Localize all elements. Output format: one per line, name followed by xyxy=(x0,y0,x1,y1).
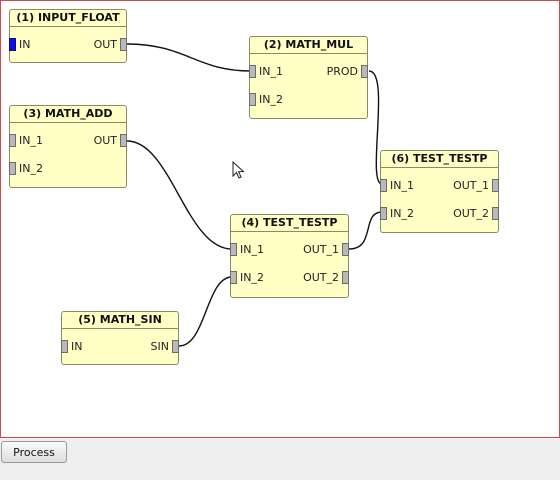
wire-math-sin-to-test-testp-4[interactable] xyxy=(178,276,233,347)
port-label: OUT_2 xyxy=(303,271,339,284)
output-port-out[interactable] xyxy=(120,38,127,51)
port-label: IN_1 xyxy=(19,134,43,147)
port-label: IN_2 xyxy=(259,93,283,106)
input-port-in-2[interactable] xyxy=(249,93,256,106)
port-label: PROD xyxy=(326,65,358,78)
port-label: OUT_1 xyxy=(303,243,339,256)
input-port-in-1[interactable] xyxy=(230,243,237,256)
node-title: (1) INPUT_FLOAT xyxy=(10,10,126,27)
port-label: IN xyxy=(19,38,31,51)
input-port-in-2[interactable] xyxy=(230,271,237,284)
node-title: (6) TEST_TESTP xyxy=(381,151,498,168)
port-label: IN_1 xyxy=(259,65,283,78)
node-math-sin[interactable]: (5) MATH_SIN IN SIN xyxy=(61,311,179,365)
port-label: OUT xyxy=(93,134,117,147)
port-label: IN_2 xyxy=(390,207,414,220)
output-port-out[interactable] xyxy=(120,134,127,147)
output-port-out-1[interactable] xyxy=(492,179,499,192)
node-math-mul[interactable]: (2) MATH_MUL IN_1 IN_2 PROD xyxy=(249,36,368,119)
wire-test-testp-4-to-test-testp-6[interactable] xyxy=(348,211,383,250)
output-port-out-2[interactable] xyxy=(492,207,499,220)
node-input-float[interactable]: (1) INPUT_FLOAT IN OUT xyxy=(9,9,127,63)
input-port-in-1[interactable] xyxy=(9,134,16,147)
port-label: IN_2 xyxy=(19,162,43,175)
input-port-in[interactable] xyxy=(9,38,16,51)
node-title: (2) MATH_MUL xyxy=(250,37,367,54)
node-test-testp-4[interactable]: (4) TEST_TESTP IN_1 IN_2 OUT_1 OUT_2 xyxy=(230,214,349,298)
port-label: IN_2 xyxy=(240,271,264,284)
input-port-in-1[interactable] xyxy=(380,179,387,192)
input-port-in-2[interactable] xyxy=(380,207,387,220)
wire-layer xyxy=(126,43,383,347)
graph-canvas[interactable]: (1) INPUT_FLOAT IN OUT (2) MATH_MUL IN_1… xyxy=(0,0,560,438)
node-title: (4) TEST_TESTP xyxy=(231,215,348,232)
port-label: IN_1 xyxy=(390,179,414,192)
input-port-in[interactable] xyxy=(61,340,68,353)
port-label: OUT_1 xyxy=(453,179,489,192)
port-label: OUT xyxy=(93,38,117,51)
port-label: IN_1 xyxy=(240,243,264,256)
wire-math-add-to-test-testp-4[interactable] xyxy=(126,140,233,250)
node-title: (3) MATH_ADD xyxy=(10,106,126,123)
output-port-out-2[interactable] xyxy=(342,271,349,284)
process-button[interactable]: Process xyxy=(1,441,67,463)
port-label: OUT_2 xyxy=(453,207,489,220)
wire-math-mul-to-test-testp-6[interactable] xyxy=(368,70,383,185)
input-port-in-2[interactable] xyxy=(9,162,16,175)
output-port-prod[interactable] xyxy=(361,65,368,78)
output-port-out-1[interactable] xyxy=(342,243,349,256)
node-test-testp-6[interactable]: (6) TEST_TESTP IN_1 IN_2 OUT_1 OUT_2 xyxy=(380,150,499,233)
output-port-sin[interactable] xyxy=(172,340,179,353)
port-label: SIN xyxy=(150,340,169,353)
node-math-add[interactable]: (3) MATH_ADD IN_1 IN_2 OUT xyxy=(9,105,127,188)
mouse-pointer-icon xyxy=(232,161,245,179)
input-port-in-1[interactable] xyxy=(249,65,256,78)
wire-input-float-to-math-mul[interactable] xyxy=(126,43,252,72)
bottom-toolbar xyxy=(0,438,560,480)
node-title: (5) MATH_SIN xyxy=(62,312,178,329)
port-label: IN xyxy=(71,340,83,353)
